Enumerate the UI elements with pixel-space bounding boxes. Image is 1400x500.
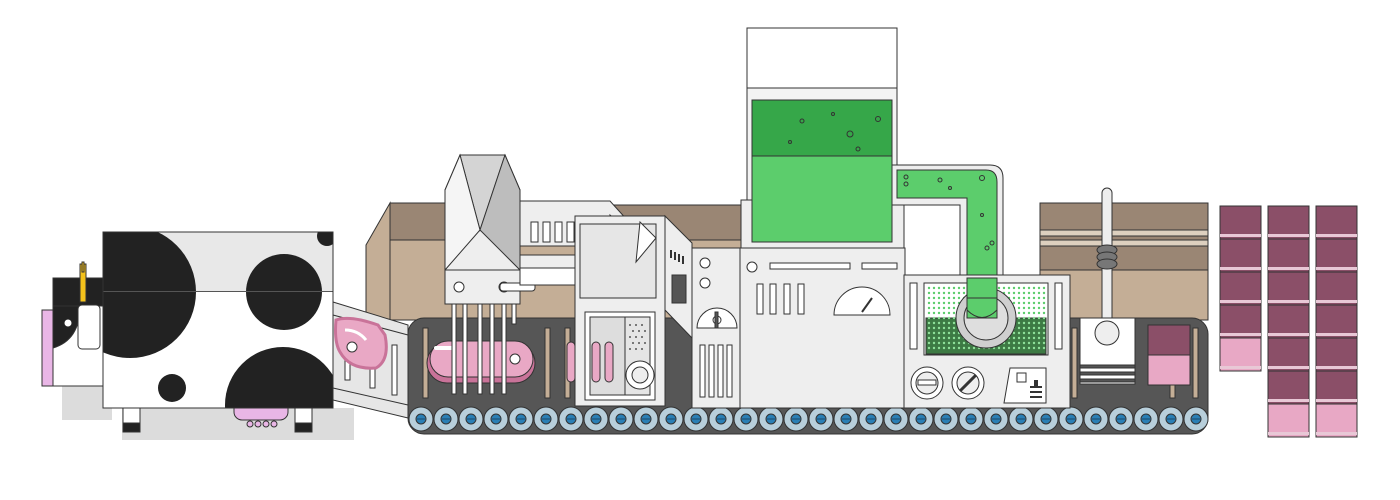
package-stack	[1219, 205, 1262, 372]
roller	[558, 406, 584, 432]
grinder-machine	[519, 200, 693, 407]
roller	[1133, 406, 1159, 432]
cow-spot	[158, 374, 186, 402]
meat-package	[1219, 304, 1262, 339]
ramp-belt	[332, 301, 409, 419]
meat-package-stacks	[1219, 205, 1358, 438]
roller	[758, 406, 784, 432]
roller	[583, 406, 609, 432]
cow	[41, 231, 354, 440]
roller	[1158, 406, 1184, 432]
package-stack	[1267, 205, 1310, 438]
box-left-side	[365, 201, 391, 321]
roller	[633, 406, 659, 432]
roller	[1033, 406, 1059, 432]
meat-package	[1267, 403, 1310, 438]
sausage-links	[566, 341, 614, 383]
meat-package	[1267, 271, 1310, 306]
roller	[508, 406, 534, 432]
hopper-funnel	[444, 153, 536, 395]
meat-package	[1315, 337, 1358, 372]
cow-ear	[77, 304, 101, 350]
roller	[983, 406, 1009, 432]
roller	[908, 406, 934, 432]
output-tray	[1003, 367, 1047, 404]
roller	[783, 406, 809, 432]
roller	[458, 406, 484, 432]
belt-post	[544, 327, 551, 399]
meat-package	[1267, 304, 1310, 339]
roller	[808, 406, 834, 432]
steak-icon	[334, 316, 388, 370]
roller	[733, 406, 759, 432]
roller	[858, 406, 884, 432]
roller	[933, 406, 959, 432]
belt-package	[1147, 324, 1191, 386]
meat-package	[1267, 337, 1310, 372]
roller	[1058, 406, 1084, 432]
gauge-tower	[691, 247, 743, 409]
roller	[708, 406, 734, 432]
hopper-nozzles	[451, 303, 517, 395]
green-slime-tank	[739, 27, 906, 409]
grinder-dots	[629, 324, 646, 350]
meat-package	[1315, 304, 1358, 339]
meat-package	[1315, 370, 1358, 405]
roller	[408, 406, 434, 432]
roller	[483, 406, 509, 432]
roller	[1108, 406, 1134, 432]
meat-package	[1219, 337, 1262, 372]
roller	[658, 406, 684, 432]
meat-package	[1267, 205, 1310, 240]
roller	[958, 406, 984, 432]
meat-package	[1219, 205, 1262, 240]
roller	[1008, 406, 1034, 432]
meat-package	[1315, 271, 1358, 306]
slime-pipe	[891, 164, 1004, 309]
meat-package	[1219, 238, 1262, 273]
pressure-gauge	[833, 286, 891, 316]
slime-processor	[903, 274, 1071, 409]
meat-package	[1267, 370, 1310, 405]
roller	[1183, 406, 1209, 432]
roller	[683, 406, 709, 432]
conveyor-rollers	[408, 406, 1209, 432]
piston-press	[1079, 187, 1136, 385]
cow-eye	[64, 319, 72, 327]
meat-package	[1315, 403, 1358, 438]
roller	[433, 406, 459, 432]
roller	[833, 406, 859, 432]
belt-post	[1192, 327, 1199, 399]
cow-spot	[225, 347, 333, 408]
cow-spot	[317, 232, 333, 246]
roller	[533, 406, 559, 432]
meat-package	[1219, 271, 1262, 306]
cow-muzzle	[41, 309, 55, 387]
roller	[1083, 406, 1109, 432]
roller	[608, 406, 634, 432]
package-stack	[1315, 205, 1358, 438]
roller	[883, 406, 909, 432]
belt-post	[1071, 327, 1078, 399]
meat-package	[1267, 238, 1310, 273]
cow-spot	[103, 232, 196, 358]
